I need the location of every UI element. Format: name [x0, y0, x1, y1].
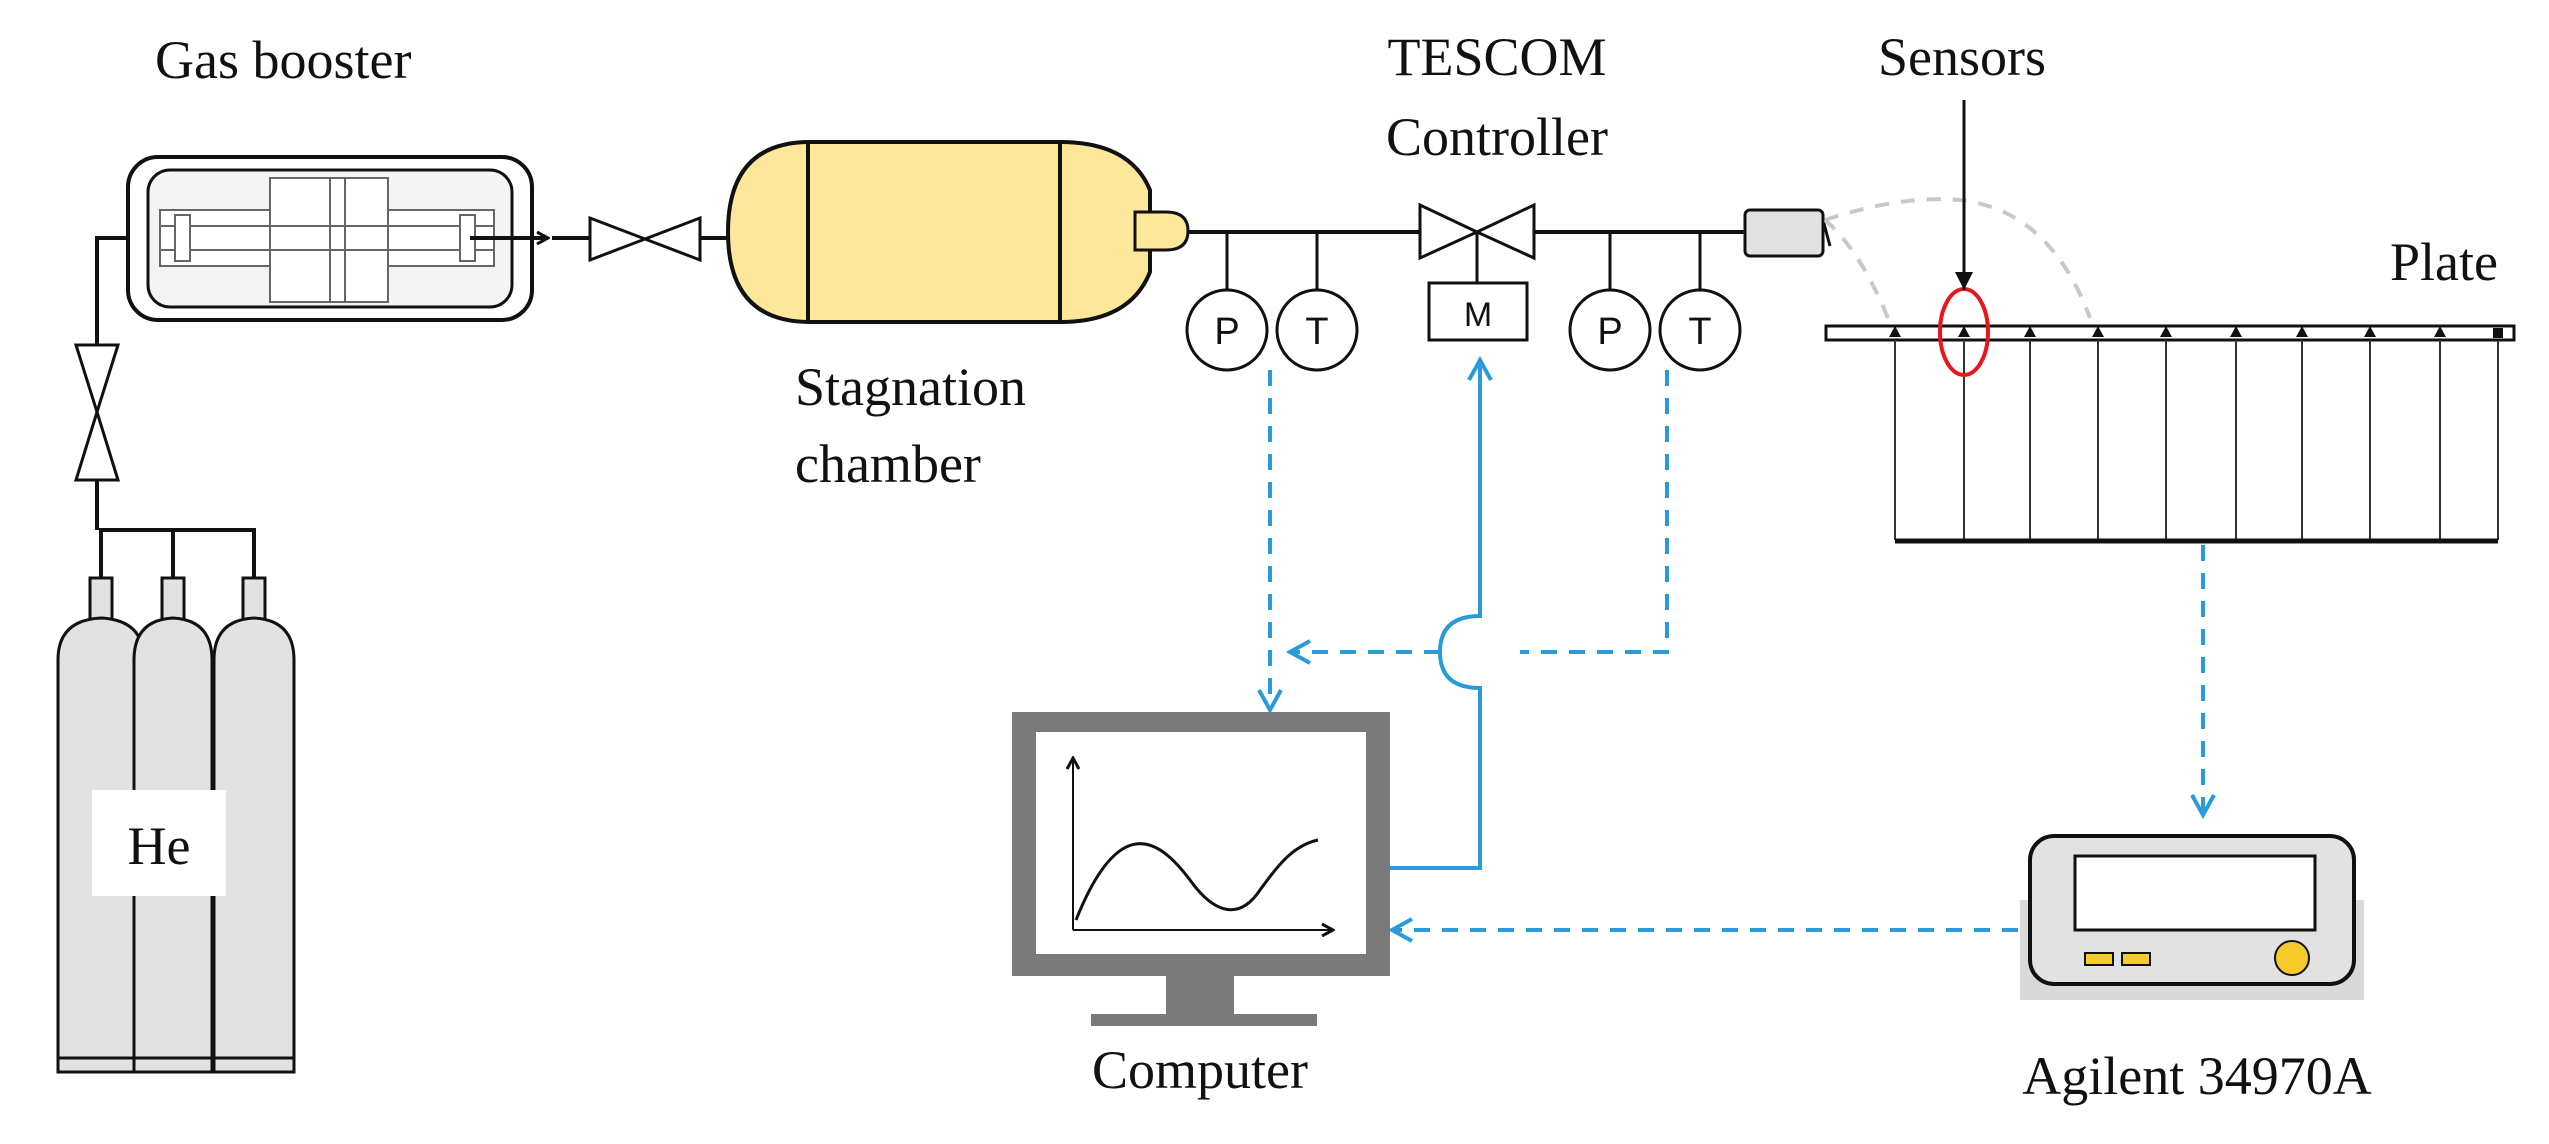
gauge-t-1: T	[1275, 288, 1359, 372]
tescom-controller: TESCOM Controller M	[1386, 27, 1608, 342]
temperature-signal-line	[1520, 370, 1669, 654]
gas-booster: Gas booster	[126, 30, 534, 322]
nozzle	[1743, 208, 1825, 258]
manifold-pipe	[99, 528, 256, 578]
cylinder	[212, 576, 296, 1074]
screen-plot-curve	[1074, 838, 1319, 921]
valve-half	[1418, 202, 1481, 261]
supply-valve	[73, 343, 121, 482]
logger-knob	[2274, 940, 2310, 976]
he-label: He	[128, 816, 191, 876]
plate	[1824, 324, 2516, 342]
control-signal-line	[1390, 360, 1480, 870]
stagnation-chamber: Stagnation chamber	[725, 140, 1190, 494]
monitor-neck	[1166, 976, 1234, 1014]
motor-box	[1427, 281, 1529, 342]
motor-label: M	[1464, 296, 1492, 334]
logger-display	[2073, 854, 2317, 932]
agilent-label: Agilent 34970A	[2022, 1046, 2371, 1106]
monitor-base	[1091, 1014, 1317, 1026]
computer: Computer	[1012, 712, 1390, 1100]
tescom-label-line2: Controller	[1386, 107, 1608, 167]
gauge-p-2: P	[1568, 288, 1652, 372]
inlet-valve	[588, 215, 702, 263]
gauge-label: P	[1214, 311, 1239, 353]
monitor-screen	[1036, 732, 1366, 954]
sensors-label: Sensors	[1878, 27, 2046, 87]
gas-booster-label: Gas booster	[155, 30, 411, 90]
logger-button	[2121, 952, 2151, 966]
signal-lines	[1270, 360, 2203, 930]
stagnation-label-line2: chamber	[795, 434, 981, 494]
plate-assembly: Plate Sensors	[1824, 27, 2516, 544]
sensor-wires	[1894, 340, 2499, 540]
jet-arc	[1823, 197, 2092, 319]
stagnation-label-line1: Stagnation	[795, 357, 1026, 417]
valve-half	[1473, 202, 1536, 261]
gauge-taps	[1225, 232, 1702, 290]
tescom-label-line1: TESCOM	[1387, 27, 1606, 87]
helium-cylinders: He	[56, 528, 296, 1074]
gauge-p-1: P	[1185, 288, 1269, 372]
computer-label: Computer	[1092, 1040, 1308, 1100]
gauge-label: T	[1688, 311, 1711, 353]
plate-label: Plate	[2390, 232, 2498, 292]
sensor-points	[1889, 326, 2503, 338]
he-label-box	[92, 790, 226, 896]
logger-button	[2084, 952, 2114, 966]
gauge-label: T	[1305, 311, 1328, 353]
gauge-t-2: T	[1658, 288, 1742, 372]
gauge-label: P	[1597, 311, 1622, 353]
agilent-logger: Agilent 34970A	[2020, 834, 2372, 1106]
